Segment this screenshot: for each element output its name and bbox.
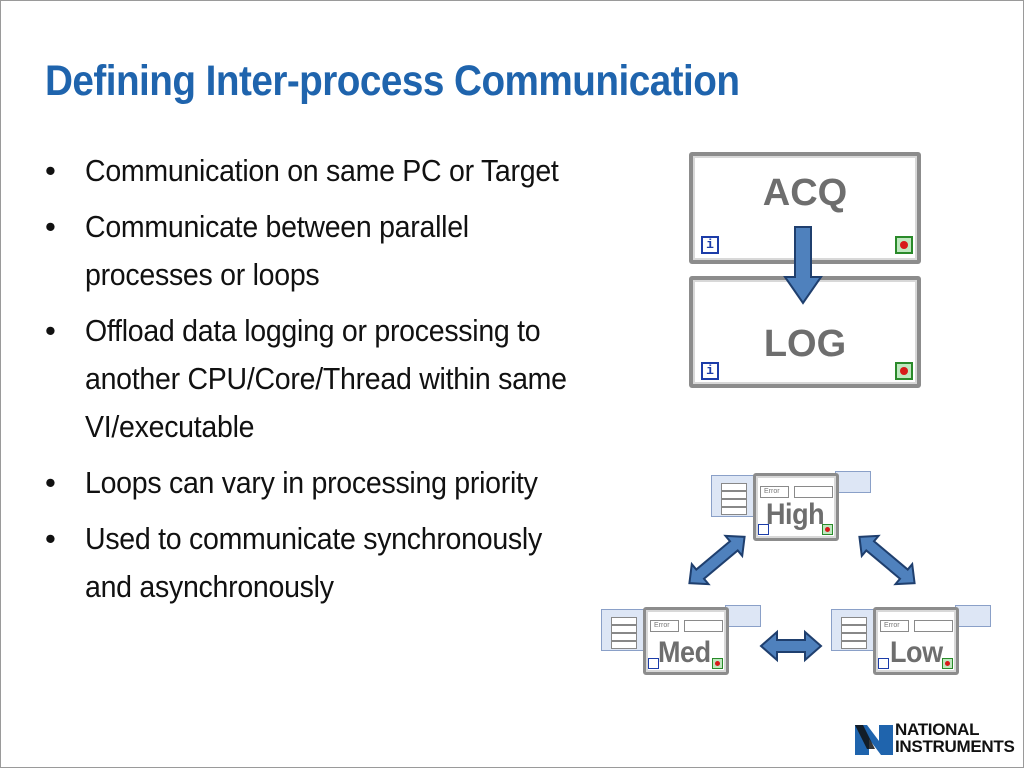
bullet-text: Communicate between parallel <box>85 209 469 244</box>
bullet-dot: • <box>45 521 56 556</box>
bullet-item: • Communicate between parallel processes… <box>45 203 685 299</box>
loop-iteration-icon: i <box>701 362 719 380</box>
slide-title: Defining Inter-process Communication <box>45 57 740 105</box>
bullet-dot: • <box>45 313 56 348</box>
bullet-item: • Loops can vary in processing priority <box>45 459 685 507</box>
bullet-dot: • <box>45 209 56 244</box>
med-loop: Error Med <box>643 607 729 675</box>
high-loop-label: High <box>766 498 825 531</box>
bullet-text: and asynchronously <box>85 569 334 604</box>
loop-iteration-icon <box>878 658 889 669</box>
loop-stop-icon <box>942 658 953 669</box>
bullet-list: • Communication on same PC or Target • C… <box>45 147 685 619</box>
low-loop: Error Low <box>873 607 959 675</box>
logo-wordmark: NATIONAL INSTRUMENTS <box>895 720 1015 756</box>
low-loop-label: Low <box>890 636 943 669</box>
error-cluster <box>955 605 991 627</box>
logo-line-2: INSTRUMENTS <box>895 737 1015 756</box>
loop-iteration-icon <box>648 658 659 669</box>
bullet-text: another CPU/Core/Thread within same <box>85 361 567 396</box>
down-arrow-icon <box>783 226 823 305</box>
error-cluster <box>835 471 871 493</box>
high-loop: Error High <box>753 473 839 541</box>
loop-iteration-icon: i <box>701 236 719 254</box>
med-loop-group: Error Med <box>601 605 761 675</box>
error-in-terminal: Error <box>650 620 679 632</box>
loop-stop-icon <box>822 524 833 535</box>
loop-stop-icon <box>712 658 723 669</box>
loop-stop-icon <box>895 362 913 380</box>
high-loop-group: Error High <box>711 471 871 541</box>
bullet-dot: • <box>45 153 56 188</box>
bullet-dot: • <box>45 465 56 500</box>
bullet-item: • Communication on same PC or Target <box>45 147 685 195</box>
loop-iteration-icon <box>758 524 769 535</box>
med-loop-label: Med <box>658 636 711 669</box>
error-in-terminal: Error <box>880 620 909 632</box>
logo-line-1: NATIONAL <box>895 720 980 739</box>
bullet-text: Loops can vary in processing priority <box>85 465 538 500</box>
national-instruments-logo-icon <box>855 725 893 755</box>
bullet-text: Offload data logging or processing to <box>85 313 541 348</box>
loop-stop-icon <box>895 236 913 254</box>
error-in-terminal: Error <box>760 486 789 498</box>
double-arrow-high-low-icon <box>858 534 916 586</box>
bullet-text: processes or loops <box>85 257 320 292</box>
acq-loop-label: ACQ <box>762 172 848 214</box>
bullet-text: Communication on same PC or Target <box>85 153 559 188</box>
bullet-text: VI/executable <box>85 409 255 444</box>
log-loop-label: LOG <box>763 323 847 365</box>
bullet-item: • Used to communicate synchronously and … <box>45 515 685 611</box>
error-cluster <box>725 605 761 627</box>
bullet-item: • Offload data logging or processing to … <box>45 307 685 451</box>
bullet-text: Used to communicate synchronously <box>85 521 542 556</box>
log-loop: LOG i <box>689 276 921 388</box>
low-loop-group: Error Low <box>831 605 991 675</box>
double-arrow-med-low-icon <box>759 629 823 663</box>
double-arrow-high-med-icon <box>688 534 746 586</box>
